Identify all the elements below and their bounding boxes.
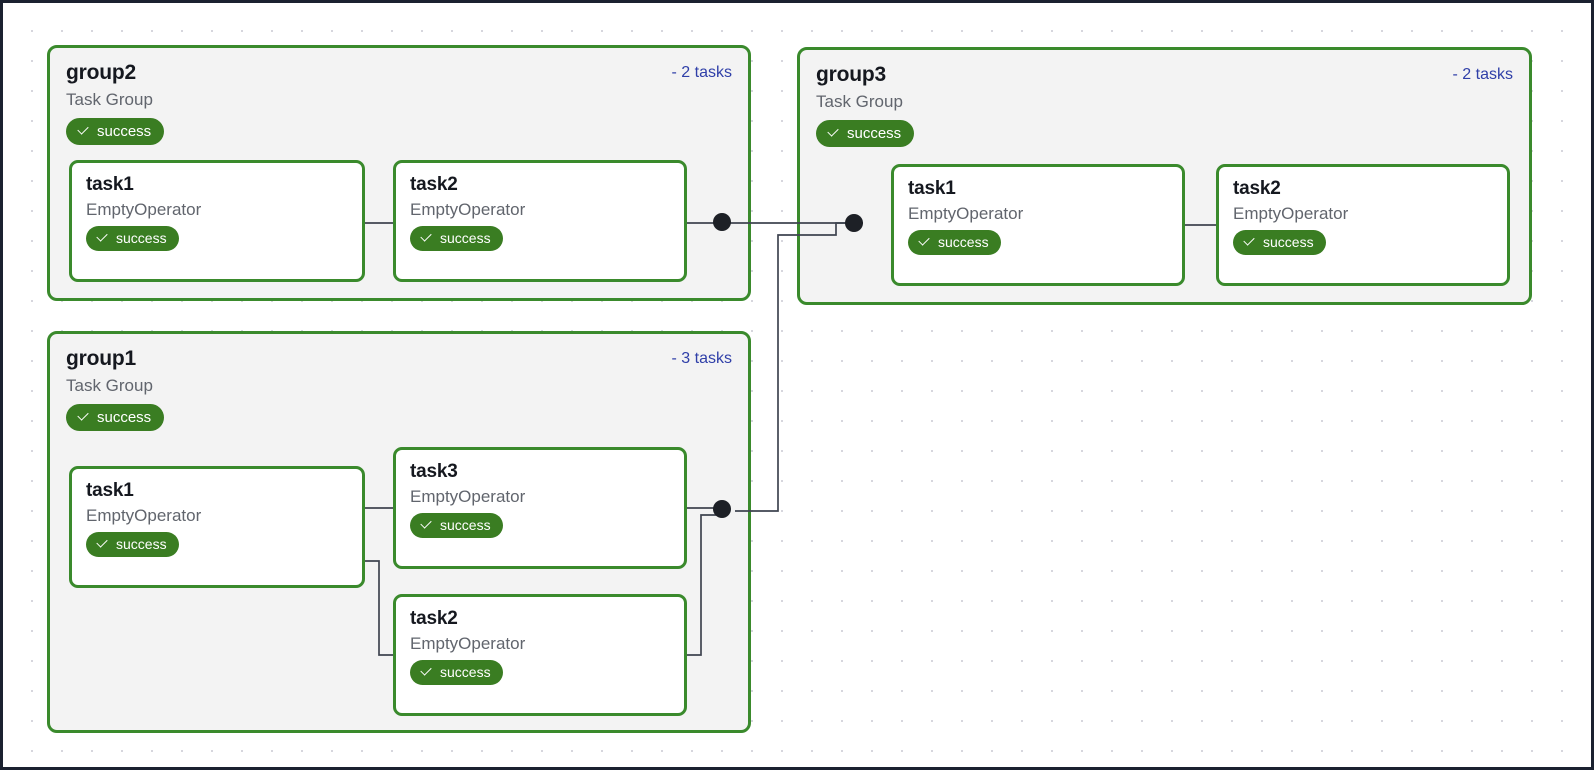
status-badge: success (86, 226, 179, 251)
task-node-status-wrap: success (908, 230, 1168, 255)
task-node-operator: EmptyOperator (410, 634, 526, 653)
status-badge: success (66, 118, 165, 145)
task-node-operator: EmptyOperator (86, 200, 202, 219)
task-group-tasks-count[interactable]: - 2 tasks (1452, 66, 1513, 83)
task-node-title: task1 (86, 174, 134, 195)
task-group-header: group2 Task Group - 2 tasks (50, 48, 748, 112)
task-group-title: group3 (816, 63, 886, 86)
task-group-subtitle: Task Group (66, 90, 153, 109)
task-node-operator: EmptyOperator (86, 506, 202, 525)
task-node-title: task2 (410, 174, 458, 195)
check-icon (77, 411, 90, 424)
task-group-tasks-count[interactable]: - 2 tasks (671, 64, 732, 81)
check-icon (96, 538, 109, 551)
task-node-operator: EmptyOperator (410, 487, 526, 506)
task-node-title: task3 (410, 461, 458, 482)
status-badge-label: success (440, 664, 491, 680)
check-icon (420, 666, 433, 679)
task-group-title: group2 (66, 61, 136, 84)
check-icon (420, 519, 433, 532)
status-badge: success (66, 404, 165, 431)
task-group-header: group1 Task Group - 3 tasks (50, 334, 748, 398)
task-node-operator: EmptyOperator (410, 200, 526, 219)
task-node-title: task2 (1233, 178, 1281, 199)
check-icon (1243, 236, 1256, 249)
task-node-status-wrap: success (86, 226, 348, 251)
task-node-status-wrap: success (410, 660, 670, 685)
task-node-group1-task2[interactable]: task2 EmptyOperator success (393, 594, 687, 716)
check-icon (420, 232, 433, 245)
task-node-group2-task2[interactable]: task2 EmptyOperator success (393, 160, 687, 282)
check-icon (96, 232, 109, 245)
status-badge-label: success (440, 230, 491, 246)
check-icon (77, 125, 90, 138)
status-badge: success (816, 120, 915, 147)
task-group-header: group3 Task Group - 2 tasks (800, 50, 1529, 114)
status-badge-label: success (116, 230, 167, 246)
task-node-operator: EmptyOperator (908, 204, 1024, 223)
task-node-group2-task1[interactable]: task1 EmptyOperator success (69, 160, 365, 282)
task-group-status-wrap: success (50, 398, 748, 431)
status-badge: success (410, 513, 503, 538)
status-badge: success (908, 230, 1001, 255)
status-badge: success (86, 532, 179, 557)
task-group-tasks-count[interactable]: - 3 tasks (671, 350, 732, 367)
status-badge-label: success (116, 536, 167, 552)
check-icon (918, 236, 931, 249)
task-group-subtitle: Task Group (816, 92, 903, 111)
task-node-title: task1 (86, 480, 134, 501)
task-node-group1-task3[interactable]: task3 EmptyOperator success (393, 447, 687, 569)
task-node-title: task1 (908, 178, 956, 199)
task-node-status-wrap: success (410, 226, 670, 251)
status-badge-label: success (1263, 234, 1314, 250)
task-node-status-wrap: success (86, 532, 348, 557)
status-badge-label: success (938, 234, 989, 250)
check-icon (827, 127, 840, 140)
task-node-status-wrap: success (1233, 230, 1493, 255)
status-badge-label: success (440, 517, 491, 533)
status-badge-label: success (97, 123, 152, 140)
task-node-group1-task1[interactable]: task1 EmptyOperator success (69, 466, 365, 588)
status-badge: success (1233, 230, 1326, 255)
task-node-group3-task1[interactable]: task1 EmptyOperator success (891, 164, 1185, 286)
task-node-status-wrap: success (410, 513, 670, 538)
status-badge: success (410, 660, 503, 685)
status-badge-label: success (847, 125, 902, 142)
task-node-title: task2 (410, 608, 458, 629)
status-badge-label: success (97, 409, 152, 426)
task-node-operator: EmptyOperator (1233, 204, 1349, 223)
task-group-subtitle: Task Group (66, 376, 153, 395)
status-badge: success (410, 226, 503, 251)
task-group-title: group1 (66, 347, 136, 370)
task-node-group3-task2[interactable]: task2 EmptyOperator success (1216, 164, 1510, 286)
task-group-status-wrap: success (50, 112, 748, 145)
task-group-status-wrap: success (800, 114, 1529, 147)
